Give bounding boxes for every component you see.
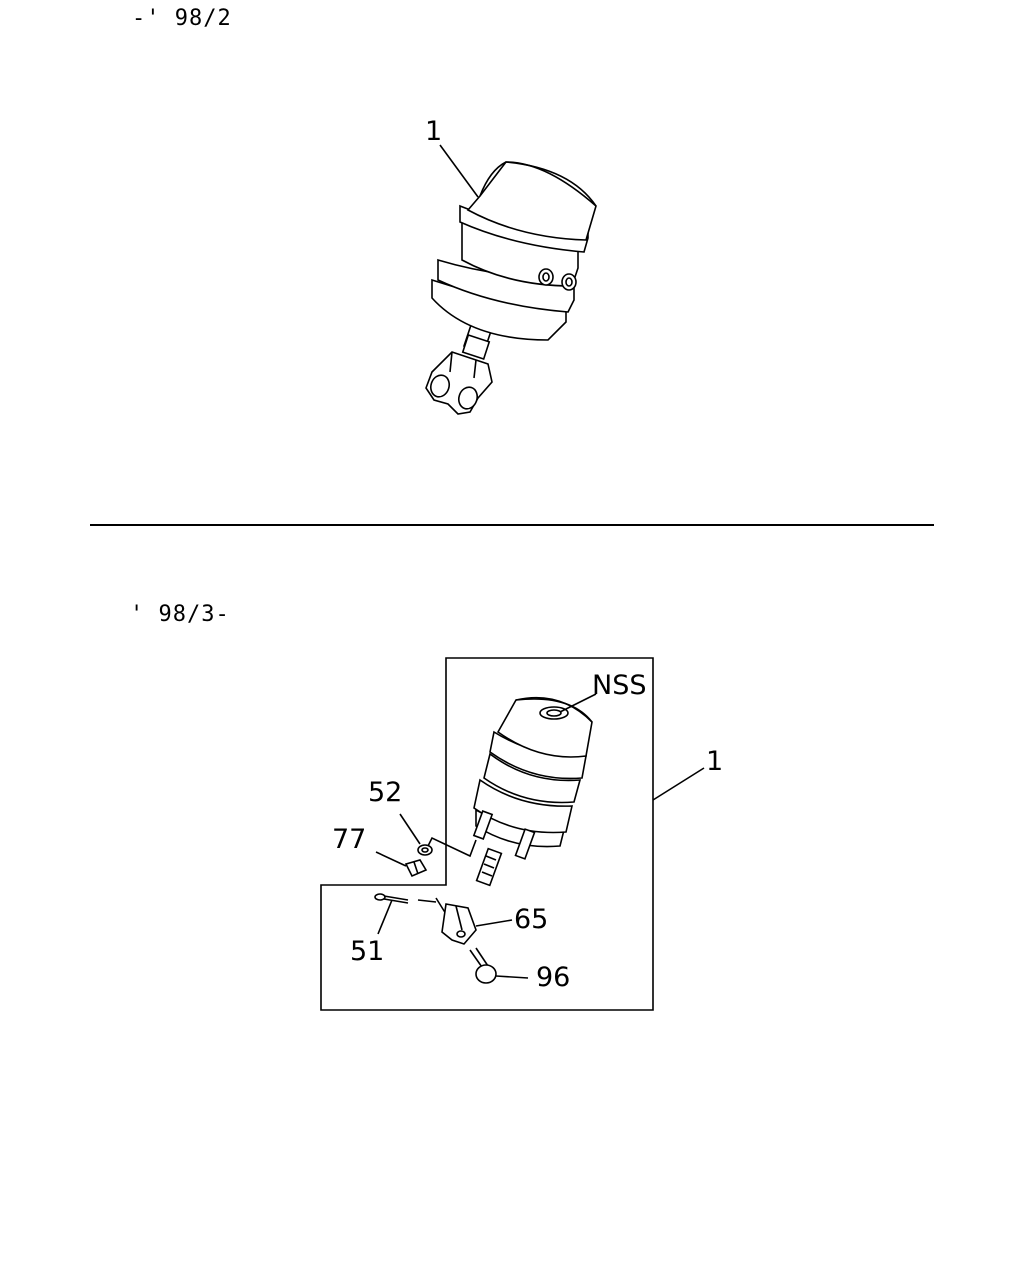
callout-leader-65 bbox=[475, 919, 513, 927]
callout-nss: NSS bbox=[592, 670, 646, 701]
range-label-bottom: ' 98/3- bbox=[130, 602, 230, 627]
part-51-cotter-pin bbox=[374, 893, 447, 915]
range-label-top: -' 98/2 bbox=[132, 6, 232, 31]
part-65-clevis bbox=[441, 903, 477, 945]
part-77-nut bbox=[404, 859, 428, 878]
callout-51: 51 bbox=[350, 936, 384, 967]
callout-65: 65 bbox=[514, 904, 548, 935]
callout-52: 52 bbox=[368, 777, 402, 808]
rod-nut bbox=[461, 334, 491, 360]
clevis-yoke bbox=[425, 351, 493, 415]
callout-leader-nss bbox=[559, 693, 597, 713]
spring-housing bbox=[466, 161, 597, 241]
callout-leader-96 bbox=[495, 975, 529, 979]
callout-leader-51 bbox=[377, 899, 393, 935]
top-brake-chamber bbox=[425, 144, 597, 415]
push-rod-threaded bbox=[475, 847, 503, 887]
callout-1-top: 1 bbox=[425, 116, 442, 147]
callout-leader-1-top bbox=[439, 144, 479, 198]
mounting-stud-left bbox=[472, 810, 494, 840]
callout-1-bottom: 1 bbox=[706, 746, 723, 777]
callout-leader-52 bbox=[399, 813, 421, 845]
callout-leader-77 bbox=[375, 851, 407, 867]
exploded-brake-chamber bbox=[472, 696, 593, 887]
callout-77: 77 bbox=[332, 824, 366, 855]
part-96-clevis-pin bbox=[469, 947, 497, 984]
assembly-boundary-box bbox=[320, 657, 654, 1011]
hose-line bbox=[425, 836, 477, 858]
callout-96: 96 bbox=[536, 962, 570, 993]
callout-leader-1-bottom bbox=[652, 767, 705, 801]
mounting-stud-right bbox=[514, 828, 536, 860]
part-52-washer bbox=[417, 844, 433, 856]
lower-chamber bbox=[431, 258, 575, 341]
